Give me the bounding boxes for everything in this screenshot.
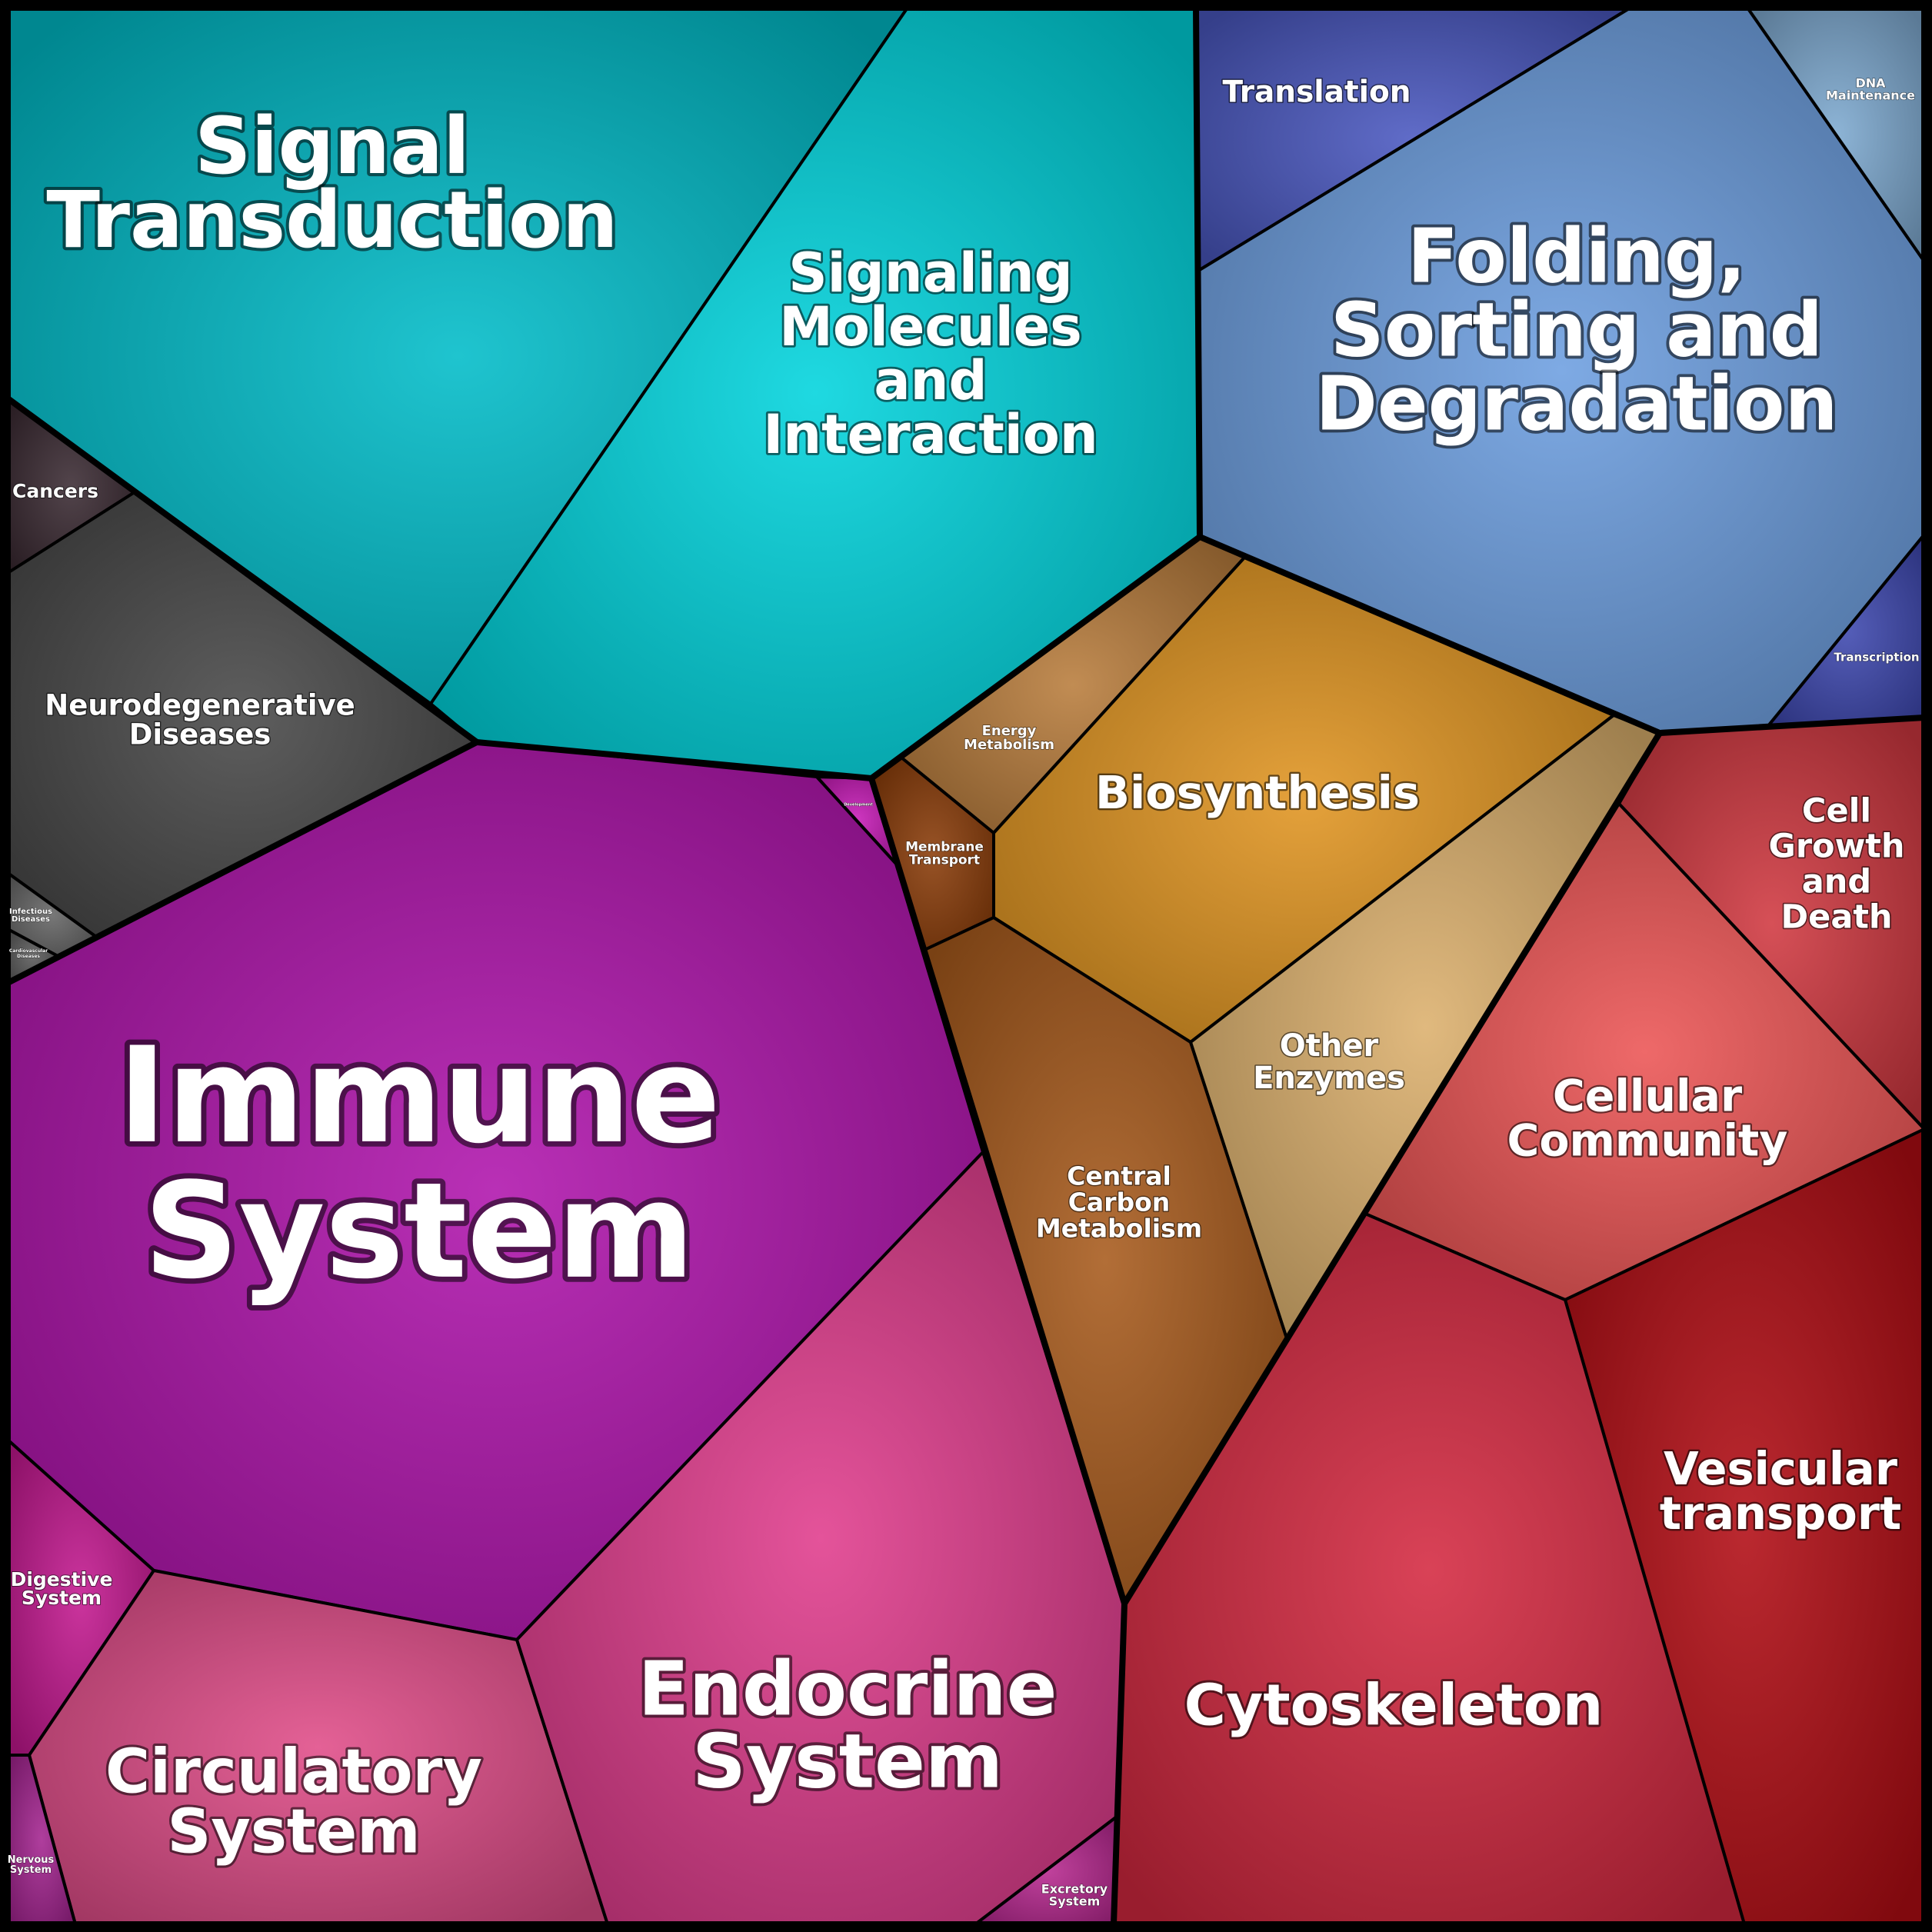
label-line: Degradation: [1315, 360, 1837, 447]
label-line: Circulatory: [105, 1736, 482, 1807]
label-line: Sorting and: [1331, 286, 1823, 373]
label-line: Diseases: [17, 954, 40, 959]
label-line: and: [874, 349, 987, 412]
label-line: System: [1049, 1894, 1101, 1909]
label-line: Energy: [982, 723, 1037, 739]
label-line: Enzymes: [1253, 1061, 1405, 1096]
label-line: Nervous: [8, 1854, 55, 1866]
label-line: Cellular: [1553, 1071, 1742, 1122]
label-line: Vesicular: [1664, 1442, 1897, 1495]
label-line: Interaction: [763, 403, 1098, 466]
label-line: Death: [1780, 898, 1892, 937]
label-line: Digestive: [11, 1568, 113, 1591]
label-line: Development: [844, 803, 873, 808]
label-line: Immune: [118, 1018, 721, 1173]
label-line: Membrane: [905, 840, 984, 855]
label-biosynthesis: Biosynthesis: [1095, 766, 1420, 819]
label-line: Metabolism: [1036, 1214, 1202, 1244]
label-line: Translation: [1222, 75, 1411, 110]
label-line: Transcription: [1834, 651, 1919, 665]
label-line: Cytoskeleton: [1184, 1673, 1604, 1739]
label-line: transport: [1660, 1487, 1901, 1540]
label-line: Diseases: [12, 915, 50, 924]
label-line: Neurodegenerative: [45, 689, 355, 722]
label-transcription: Transcription: [1834, 651, 1919, 665]
label-line: Molecules: [779, 295, 1082, 358]
label-line: Cell: [1802, 792, 1871, 831]
label-line: Infectious: [9, 908, 52, 916]
label-line: Community: [1507, 1116, 1788, 1167]
label-line: Cardiovascular: [9, 948, 48, 954]
label-cytoskeleton: Cytoskeleton: [1184, 1673, 1604, 1739]
label-line: Transport: [909, 853, 980, 868]
label-line: Central: [1067, 1161, 1171, 1191]
label-line: Growth: [1769, 828, 1905, 866]
label-line: Diseases: [129, 718, 271, 751]
label-translation: Translation: [1222, 75, 1411, 110]
label-line: System: [10, 1864, 52, 1876]
label-line: and: [1802, 863, 1871, 901]
label-development: Development: [844, 803, 873, 808]
label-cancers: Cancers: [12, 480, 98, 502]
label-line: System: [692, 1717, 1003, 1804]
label-line: Maintenance: [1826, 88, 1915, 103]
label-line: Signal: [195, 101, 470, 192]
label-line: System: [144, 1154, 695, 1308]
label-line: Signaling: [788, 242, 1073, 305]
label-line: Other: [1280, 1028, 1379, 1064]
label-line: DNA: [1855, 76, 1886, 91]
label-line: Cancers: [12, 480, 98, 502]
label-line: Transduction: [46, 175, 618, 266]
label-line: Excretory: [1041, 1882, 1108, 1897]
label-line: System: [167, 1796, 420, 1867]
group-boundaries: [5, 7, 1925, 1925]
label-line: Biosynthesis: [1095, 766, 1420, 819]
label-line: Carbon: [1068, 1188, 1171, 1217]
label-line: Folding,: [1407, 212, 1746, 299]
label-line: Endocrine: [638, 1645, 1058, 1732]
label-line: System: [22, 1587, 102, 1609]
label-line: Metabolism: [964, 737, 1054, 753]
